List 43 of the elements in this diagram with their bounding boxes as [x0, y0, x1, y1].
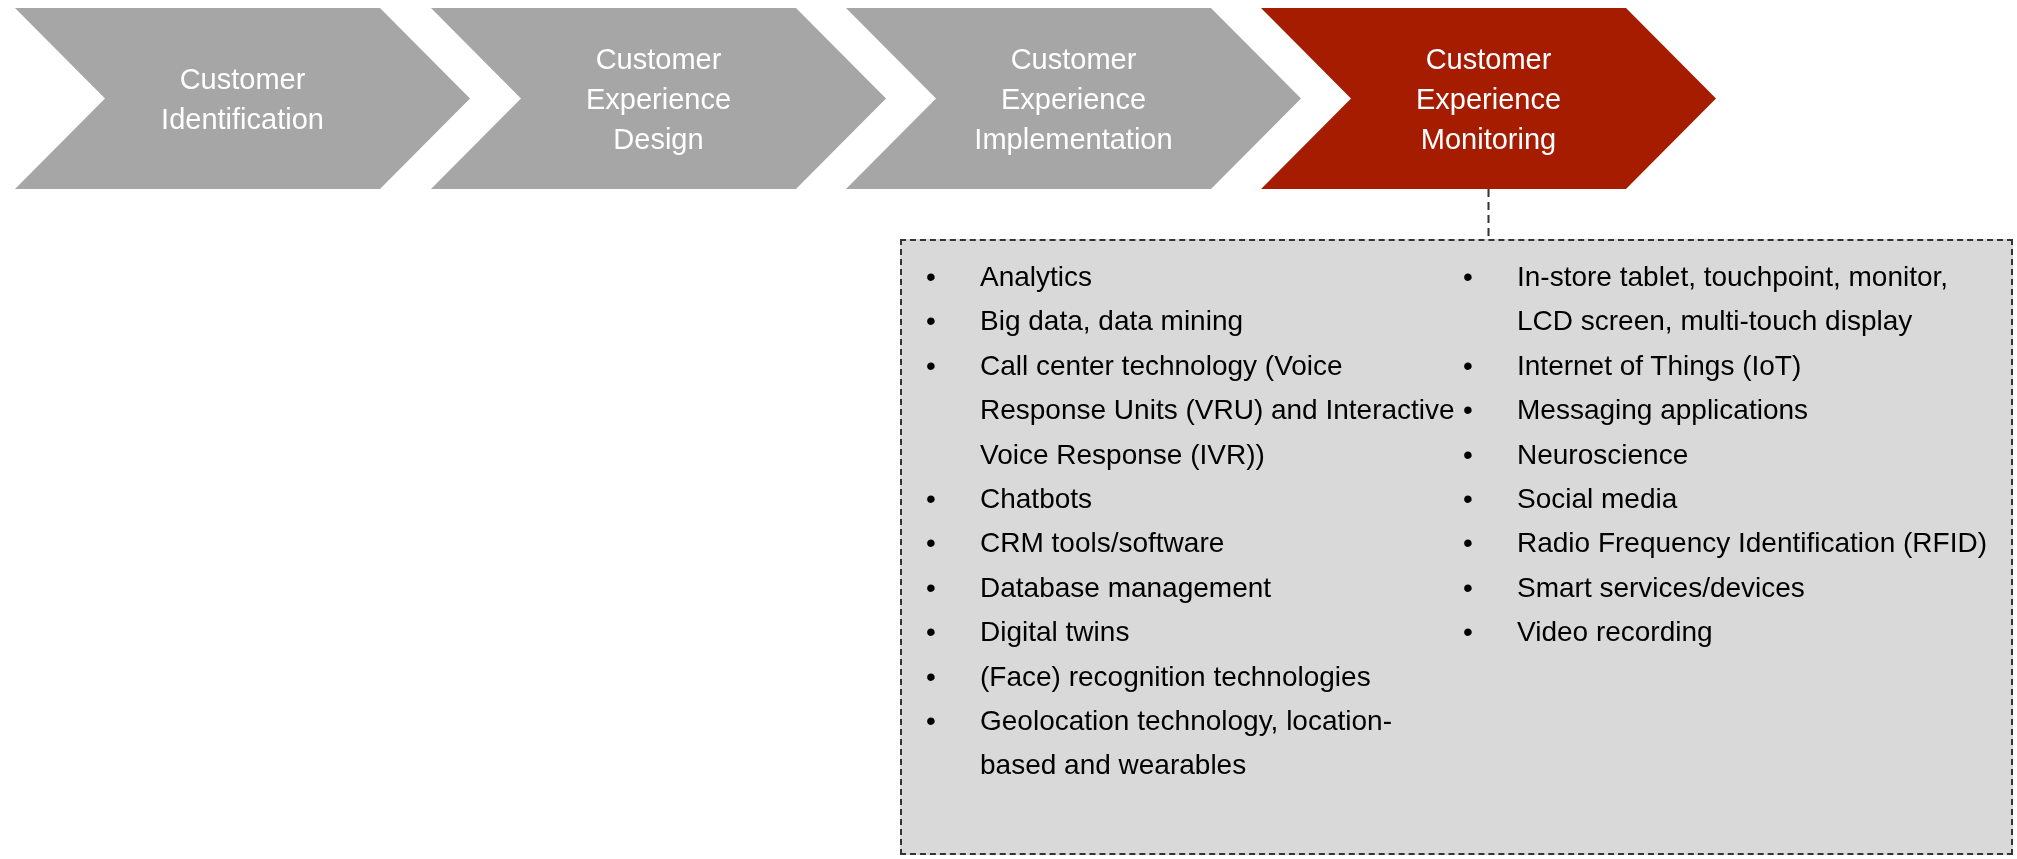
bullet: • — [1463, 437, 1474, 472]
list-item: Radio Frequency Identification (RFID) — [1517, 526, 1988, 561]
bullet: • — [1463, 260, 1474, 294]
list-item: Big data, data mining — [980, 304, 1245, 339]
list-item: Geolocation technology, location-based and wearables — [980, 704, 1393, 783]
list-item: Analytics — [980, 260, 1094, 294]
list-item: Database management — [980, 570, 1273, 605]
bullet: • — [1463, 393, 1474, 428]
list-item: Digital twins — [980, 615, 1131, 650]
chevron-step — [846, 8, 1301, 189]
bullet: • — [926, 615, 937, 650]
bullet: • — [1463, 570, 1474, 605]
bullet: • — [1463, 348, 1474, 383]
bullet: • — [926, 570, 937, 605]
chevron-step — [1261, 8, 1716, 189]
step-label: Customer Experience Monitoring — [1414, 41, 1563, 157]
bullet: • — [926, 348, 937, 383]
list-item: Video recording — [1517, 615, 1714, 650]
chevron-step — [431, 8, 886, 189]
bullet: • — [1463, 526, 1474, 561]
bullet: • — [926, 260, 937, 294]
bullet: • — [926, 526, 937, 561]
list-item: Social media — [1517, 482, 1679, 517]
list-item: Smart services/devices — [1517, 570, 1806, 605]
list-item: Call center technology (Voice Response Units (VRU) and Interactive Voice Response (IVR)) — [980, 348, 1456, 472]
list-item: Messaging applications — [1517, 393, 1810, 428]
bullet: • — [1463, 482, 1474, 517]
bullet: • — [926, 659, 937, 694]
bullet: • — [926, 704, 937, 739]
list-item: Chatbots — [980, 482, 1094, 517]
list-item: In-store tablet, touchpoint, monitor, LCD screen, multi-touch display — [1517, 260, 1950, 339]
bullet: • — [926, 304, 937, 339]
step-label: Customer Identification — [160, 61, 325, 137]
list-item: CRM tools/software — [980, 526, 1226, 561]
chevron-step — [15, 8, 470, 189]
list-item: Neuroscience — [1517, 437, 1690, 472]
step-label: Customer Experience Design — [584, 41, 733, 157]
list-item: (Face) recognition technologies — [980, 659, 1372, 694]
bullet: • — [926, 482, 937, 517]
list-item: Internet of Things (IoT) — [1517, 348, 1803, 383]
bullet: • — [1463, 615, 1474, 650]
dashed-list-box — [900, 239, 2013, 855]
step-label: Customer Experience Implementation — [973, 41, 1174, 157]
